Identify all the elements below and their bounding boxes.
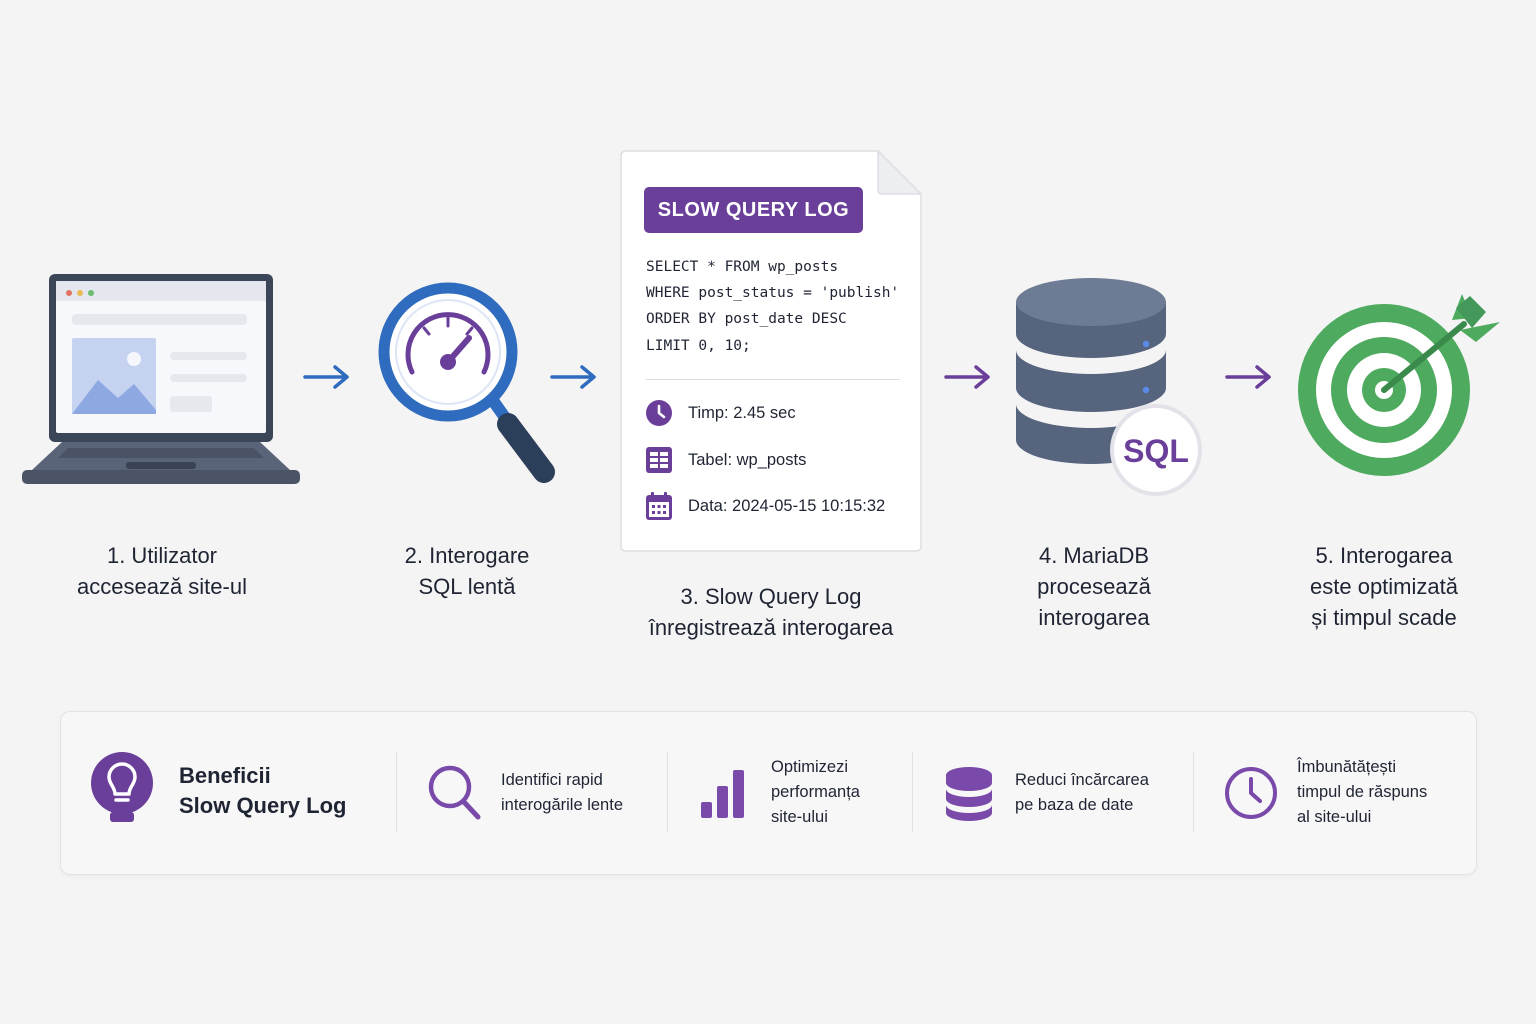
benefit-text: Îmbunătățești timpul de răspuns al site-… <box>1297 758 1428 826</box>
laptop-icon <box>22 274 300 484</box>
sql-line: ORDER BY post_date DESC <box>646 311 847 327</box>
divider <box>912 752 913 832</box>
log-time: Timp: 2.45 sec <box>688 403 796 422</box>
benefit-text: Reduci încărcarea pe baza de date <box>1015 771 1149 814</box>
sql-badge: SQL <box>1123 433 1189 469</box>
arrow-right-icon <box>944 365 990 389</box>
arrow-right-icon <box>550 365 596 389</box>
divider <box>396 752 397 832</box>
log-table-row: Tabel: wp_posts <box>644 445 806 475</box>
step-2-label: 2. Interogare SQL lentă <box>404 543 530 599</box>
database-icon <box>946 767 992 821</box>
arrow-right-icon <box>303 365 349 389</box>
lightbulb-icon <box>91 752 153 822</box>
log-header: SLOW QUERY LOG <box>644 187 863 233</box>
benefit-text: Optimizezi performanța site-ului <box>771 758 860 826</box>
divider <box>667 752 668 832</box>
table-icon <box>644 445 674 475</box>
step-3-label: 3. Slow Query Log înregistrează interoga… <box>648 584 894 640</box>
log-time-row: Timp: 2.45 sec <box>644 398 796 428</box>
step-4-label: 4. MariaDB procesează interogarea <box>1037 543 1151 630</box>
slow-query-gauge-icon <box>378 282 555 483</box>
database-icon: SQL <box>1016 278 1202 496</box>
benefits-title: Beneficii Slow Query Log <box>179 763 347 818</box>
search-icon <box>428 765 481 820</box>
log-date: Data: 2024-05-15 10:15:32 <box>688 496 886 515</box>
log-divider <box>646 379 900 380</box>
slow-query-log-card <box>620 150 922 552</box>
sql-line: WHERE post_status = 'publish' <box>646 285 900 301</box>
bar-chart-icon <box>701 770 744 818</box>
log-date-row: Data: 2024-05-15 10:15:32 <box>644 491 885 521</box>
clock-icon <box>1225 767 1277 819</box>
arrow-right-icon <box>1225 365 1271 389</box>
calendar-icon <box>644 491 674 521</box>
sql-line: LIMIT 0, 10; <box>646 338 751 354</box>
target-icon <box>1298 294 1500 476</box>
log-table: Tabel: wp_posts <box>688 450 807 469</box>
step-5-label: 5. Interogarea este optimizată și timpul… <box>1310 543 1458 630</box>
step-1-label: 1. Utilizator accesează site-ul <box>77 543 247 599</box>
clock-icon <box>644 398 674 428</box>
divider <box>1193 752 1194 832</box>
sql-line: SELECT * FROM wp_posts <box>646 259 839 275</box>
benefits-panel <box>60 711 1477 875</box>
benefit-text: Identifici rapid interogările lente <box>501 771 623 814</box>
